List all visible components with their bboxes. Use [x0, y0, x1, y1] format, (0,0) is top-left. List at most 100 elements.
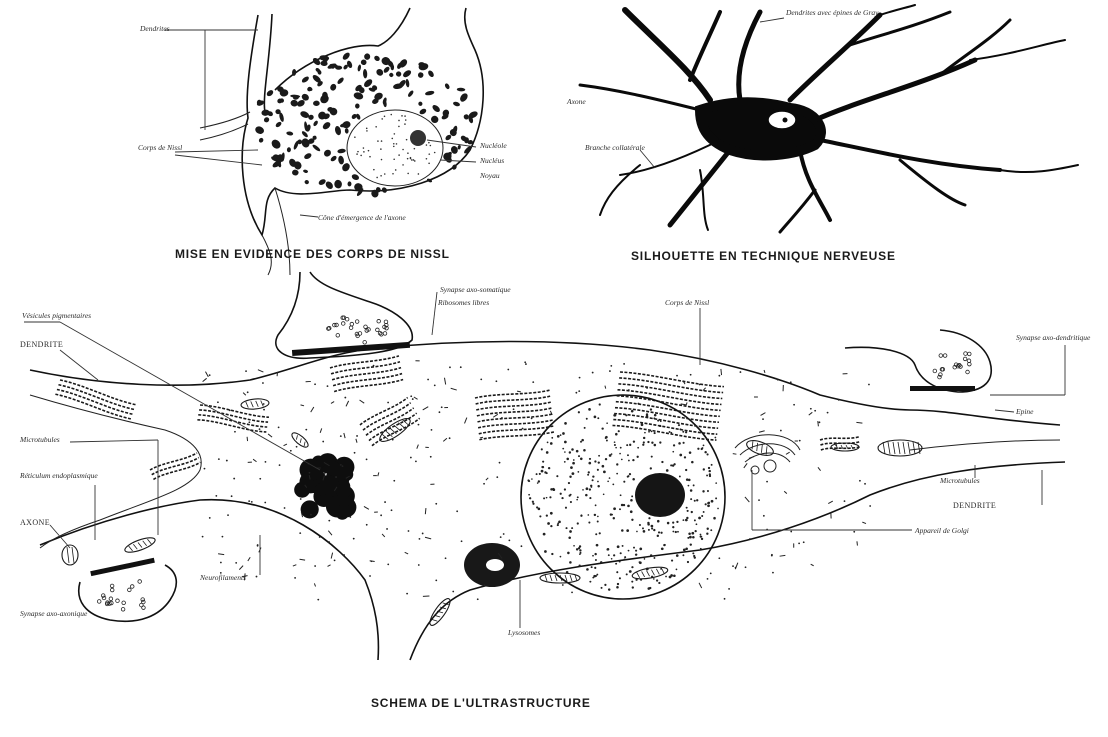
- chromatin-grain: [360, 155, 362, 157]
- mito-crista: [755, 443, 760, 451]
- ribosome: [408, 530, 410, 532]
- chromatin-grain: [615, 433, 618, 436]
- er-cisterna: [55, 393, 132, 419]
- vesicle-tubule: [761, 413, 766, 416]
- chromatin-grain: [396, 143, 398, 145]
- chromatin-grain: [428, 142, 430, 144]
- ribosome: [392, 439, 394, 441]
- chromatin-grain: [588, 471, 590, 473]
- chromatin-grain: [717, 508, 719, 510]
- ribosome: [226, 460, 228, 462]
- label-cone-emergence: Cône d'émergence de l'axone: [318, 213, 406, 222]
- chromatin-grain: [404, 115, 406, 117]
- chromatin-grain: [569, 451, 571, 453]
- chromatin-grain: [688, 479, 691, 482]
- chromatin-grain: [672, 526, 674, 528]
- synaptic-vesicle: [350, 322, 354, 326]
- chromatin-grain: [646, 413, 648, 415]
- nissl-body: [335, 66, 342, 70]
- chromatin-grain: [527, 479, 529, 481]
- ribosome: [344, 397, 346, 399]
- nissl-body: [303, 169, 309, 173]
- chromatin-grain: [413, 159, 415, 161]
- chromatin-grain: [564, 451, 566, 453]
- ribosome: [264, 502, 266, 504]
- vesicle-tubule: [517, 391, 521, 392]
- ribosome: [579, 377, 581, 379]
- chromatin-grain: [622, 545, 624, 547]
- nissl-body: [287, 147, 291, 152]
- chromatin-grain: [597, 516, 599, 518]
- chromatin-grain: [692, 536, 695, 539]
- synaptic-vesicle: [128, 588, 132, 592]
- vesicle-tubule: [818, 467, 821, 470]
- chromatin-grain: [620, 494, 622, 496]
- nissl-body: [452, 101, 460, 107]
- synaptic-vesicle: [933, 369, 937, 373]
- ribosome: [740, 371, 742, 373]
- nissl-body: [457, 145, 461, 150]
- chromatin-grain: [380, 148, 382, 150]
- vesicle-tubule: [721, 369, 722, 375]
- chromatin-grain: [658, 582, 660, 584]
- chromatin-grain: [616, 571, 618, 573]
- mito-crista: [246, 402, 249, 408]
- chromatin-grain: [685, 547, 688, 550]
- chromatin-grain: [576, 548, 578, 550]
- er-cisterna: [479, 431, 554, 441]
- er-cisterna: [369, 412, 417, 441]
- ribosome: [780, 430, 782, 432]
- chromatin-grain: [657, 520, 660, 523]
- ribosome: [763, 515, 765, 517]
- ribosome: [799, 440, 801, 442]
- chromatin-grain: [398, 126, 400, 128]
- nissl-body: [360, 59, 367, 65]
- chromatin-grain: [639, 524, 641, 526]
- label-branche-collaterale: Branche collatérale: [585, 143, 645, 152]
- mito-crista: [661, 568, 664, 574]
- ribosome: [690, 374, 692, 376]
- ribosome: [294, 577, 296, 579]
- ribosome: [480, 378, 482, 380]
- ribosome: [483, 483, 485, 485]
- chromatin-grain: [612, 483, 614, 485]
- nissl-body: [330, 155, 338, 163]
- chromatin-grain: [390, 114, 392, 116]
- chromatin-grain: [665, 576, 667, 578]
- ribosome: [439, 411, 441, 413]
- vesicle-tubule: [378, 472, 379, 476]
- ribosome: [484, 584, 486, 586]
- chromatin-grain: [410, 158, 412, 160]
- ribosome: [431, 429, 433, 431]
- chromatin-grain: [547, 522, 550, 525]
- ribosome: [419, 538, 421, 540]
- vesicle-tubule: [811, 564, 814, 566]
- chromatin-grain: [381, 118, 383, 120]
- chromatin-grain: [569, 530, 572, 533]
- chromatin-grain: [391, 138, 393, 140]
- chromatin-grain: [647, 522, 649, 524]
- nissl-body: [304, 179, 310, 185]
- chromatin-grain: [588, 462, 591, 465]
- chromatin-grain: [551, 437, 553, 439]
- chromatin-grain: [564, 461, 566, 463]
- chromatin-grain: [550, 488, 552, 490]
- pigment-lump: [300, 459, 322, 481]
- vesicle-tubule: [809, 412, 813, 415]
- vesicle-tubule: [414, 397, 418, 399]
- chromatin-grain: [550, 512, 553, 515]
- ribosome: [356, 435, 358, 437]
- vesicle-tubule: [356, 439, 357, 443]
- ribosome: [259, 428, 261, 430]
- er-cisterna: [360, 397, 408, 426]
- synaptic-vesicle: [97, 600, 101, 604]
- nissl-body: [457, 88, 466, 92]
- mito-crista: [908, 442, 910, 454]
- chromatin-grain: [677, 531, 679, 533]
- chromatin-grain: [591, 566, 593, 568]
- label-axone-ultra: AXONE: [20, 518, 50, 527]
- ribosome: [305, 429, 307, 431]
- chromatin-grain: [562, 432, 565, 435]
- chromatin-grain: [560, 434, 562, 436]
- nissl-body: [459, 92, 470, 103]
